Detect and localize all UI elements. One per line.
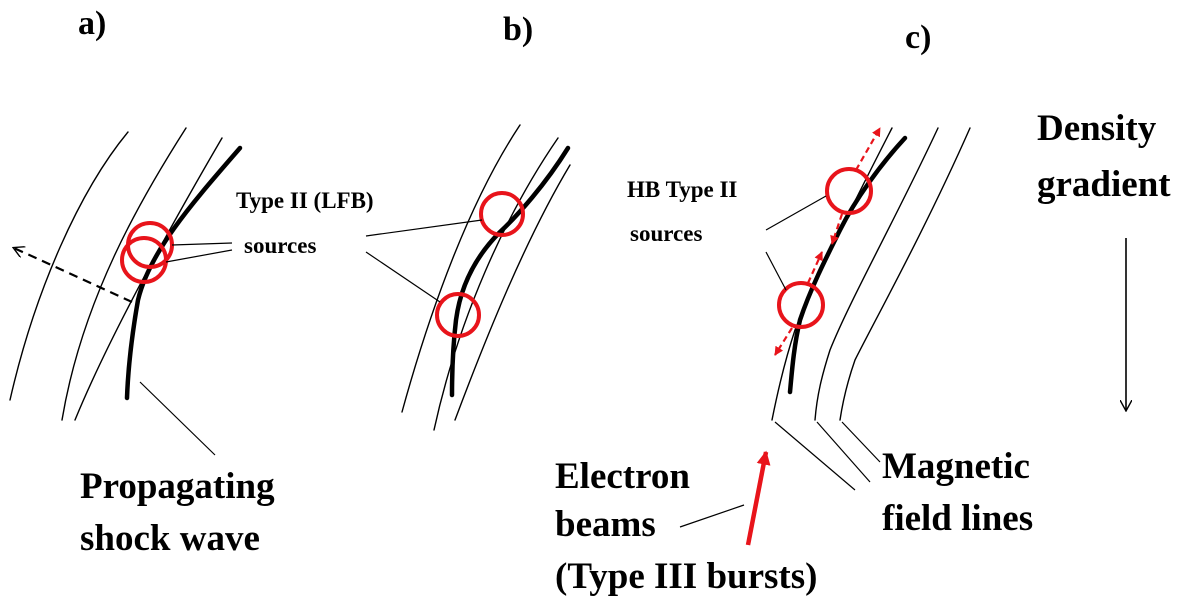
panel-c-label: c) <box>905 19 931 56</box>
leader-line-b2 <box>366 252 440 302</box>
electron-beams-label-line2: beams <box>555 504 656 545</box>
magnetic-field-label-line1: Magnetic <box>882 446 1030 487</box>
propagating-shock-label-line1: Propagating <box>80 466 275 507</box>
leader-line-shock <box>140 382 215 455</box>
panel-a <box>10 128 240 455</box>
leader-line-c1 <box>766 196 826 230</box>
density-gradient-label-line1: Density <box>1037 108 1157 149</box>
beam-arrow-down-c2 <box>775 328 792 355</box>
type-ii-lfb-label-line1: Type II (LFB) <box>236 188 374 213</box>
shock-front-a <box>127 148 240 398</box>
electron-beams-label-line3: (Type III bursts) <box>555 556 817 597</box>
leader-line-electron <box>680 505 744 527</box>
leader-line-c2 <box>766 252 786 290</box>
shock-front-b <box>452 148 568 395</box>
panel-a-label: a) <box>78 5 106 42</box>
field-line-b3 <box>455 165 570 420</box>
shock-front-c <box>790 138 905 392</box>
field-line-tail-c2 <box>817 422 870 482</box>
density-gradient-label-line2: gradient <box>1037 164 1171 205</box>
magnetic-field-label-line2: field lines <box>882 498 1033 539</box>
field-line-a3 <box>75 138 222 420</box>
leader-line-b1 <box>366 220 482 236</box>
lfb-source-ring-a2 <box>122 238 166 282</box>
propagating-shock-label-line2: shock wave <box>80 518 260 559</box>
leader-line-a2 <box>166 250 232 262</box>
electron-beam-arrow <box>748 452 766 545</box>
type-ii-lfb-label-line2: sources <box>244 233 316 258</box>
panel-b <box>366 125 570 430</box>
leader-line-a1 <box>172 243 232 245</box>
electron-beams-label-line1: Electron <box>555 456 690 497</box>
field-line-a2 <box>62 128 186 420</box>
hb-type-ii-label-line2: sources <box>630 221 702 246</box>
hb-type-ii-label-line1: HB Type II <box>627 177 737 202</box>
field-line-tail-c1 <box>775 422 855 490</box>
beam-arrow-up-c1 <box>856 128 880 170</box>
panel-b-label: b) <box>503 11 533 48</box>
field-line-b1 <box>402 125 520 412</box>
